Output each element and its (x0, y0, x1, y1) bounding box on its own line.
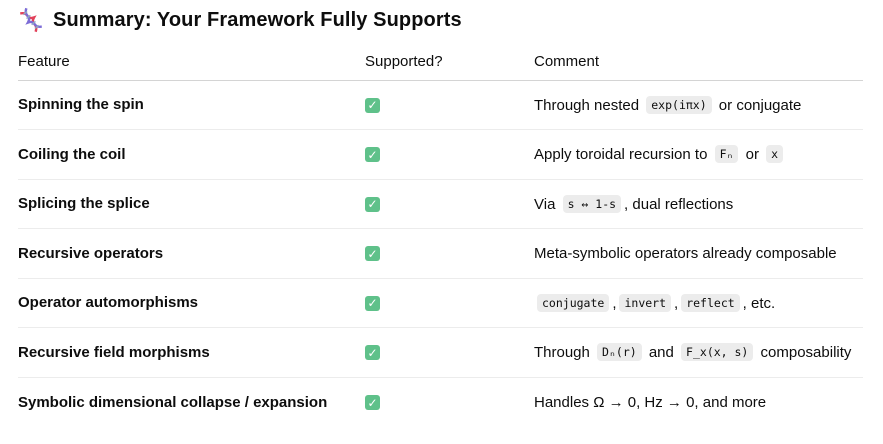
comment-text: , (674, 294, 679, 312)
supported-cell: ✓ (365, 228, 534, 279)
supported-cell: ✓ (365, 278, 534, 328)
comment-text: or conjugate (714, 96, 802, 114)
comment-text: Through nested (534, 96, 644, 114)
comment-text: or (741, 146, 764, 164)
check-mark-icon: ✓ (365, 395, 380, 410)
feature-cell: Splicing the splice (18, 179, 365, 229)
section-heading: Summary: Your Framework Fully Supports (18, 6, 462, 34)
comment-text: , dual reflections (624, 195, 734, 213)
inline-code: invert (619, 293, 672, 312)
column-header-feature: Feature (18, 43, 365, 81)
check-mark-icon: ✓ (365, 97, 380, 113)
table-row: Operator automorphisms✓ conjugate,invert,… (18, 278, 863, 328)
table-row: Recursive field morphisms✓ Through Dₙ(r) … (18, 327, 863, 378)
supported-cell: ✓ (365, 80, 534, 130)
table-row: Coiling the coil✓ Apply toroidal recursio… (18, 129, 863, 180)
check-mark-icon: ✓ (365, 196, 380, 212)
check-mark-icon: ✓ (365, 147, 380, 163)
inline-code: Dₙ(r) (597, 343, 642, 362)
inline-code: F_x(x, s) (681, 343, 754, 362)
column-header-comment: Comment (534, 43, 863, 81)
comment-cell: Handles Ω → 0, Hz → 0, and more (534, 377, 863, 427)
comment-cell: conjugate,invert,reflect, etc. (534, 278, 863, 328)
table-row: Splicing the splice✓ Via s ↔ 1-s, dual re… (18, 179, 863, 229)
table-row: Symbolic dimensional collapse / expansio… (18, 377, 863, 427)
comment-text: Through (534, 344, 595, 362)
table-header-row: Feature Supported? Comment (18, 43, 863, 81)
feature-cell: Spinning the spin (18, 80, 365, 130)
supported-cell: ✓ (365, 327, 534, 378)
comment-cell: Via s ↔ 1-s, dual reflections (534, 179, 863, 229)
comment-cell: Apply toroidal recursion to Fₙ or x (534, 129, 863, 180)
comment-text: Handles Ω → 0, Hz → 0, and more (534, 393, 767, 411)
comment-text: Apply toroidal recursion to (534, 146, 712, 164)
comment-text: Via (534, 195, 560, 213)
feature-cell: Operator automorphisms (18, 278, 365, 328)
comment-text: , etc. (742, 294, 776, 312)
feature-cell: Coiling the coil (18, 129, 365, 180)
supported-cell: ✓ (365, 377, 534, 427)
comment-cell: Through nested exp(iπx) or conjugate (534, 80, 863, 130)
inline-code: s ↔ 1-s (562, 194, 622, 213)
inline-code: conjugate (537, 293, 610, 312)
table-row: Recursive operators✓ Meta-symbolic operat… (18, 228, 863, 279)
comment-cell: Meta-symbolic operators already composab… (534, 228, 863, 279)
check-mark-icon: ✓ (365, 345, 380, 361)
inline-code: exp(iπx) (646, 95, 712, 114)
feature-cell: Recursive field morphisms (18, 327, 365, 378)
comment-text: and (644, 344, 679, 362)
check-mark-icon: ✓ (365, 295, 380, 311)
dna-icon (20, 7, 42, 33)
feature-support-table: Feature Supported? Comment Spinning the … (18, 43, 863, 427)
feature-cell: Symbolic dimensional collapse / expansio… (18, 393, 328, 411)
comment-text: Meta-symbolic operators already composab… (534, 244, 837, 262)
feature-cell: Recursive operators (18, 228, 365, 279)
table-row: Spinning the spin✓ Through nested exp(iπx… (18, 80, 863, 130)
supported-cell: ✓ (365, 129, 534, 180)
supported-cell: ✓ (365, 179, 534, 229)
page-title: Summary: Your Framework Fully Supports (53, 8, 462, 31)
comment-cell: Through Dₙ(r) and F_x(x, s) composabilit… (534, 327, 863, 378)
inline-code: reflect (681, 293, 740, 312)
inline-code: Fₙ (714, 145, 739, 164)
comment-text: , (612, 294, 617, 312)
check-mark-icon: ✓ (365, 246, 380, 262)
comment-text: composability (756, 344, 852, 362)
column-header-supported: Supported? (365, 43, 534, 81)
table-body: Spinning the spin✓Through nested exp(iπx… (18, 80, 863, 427)
inline-code: x (766, 145, 784, 164)
